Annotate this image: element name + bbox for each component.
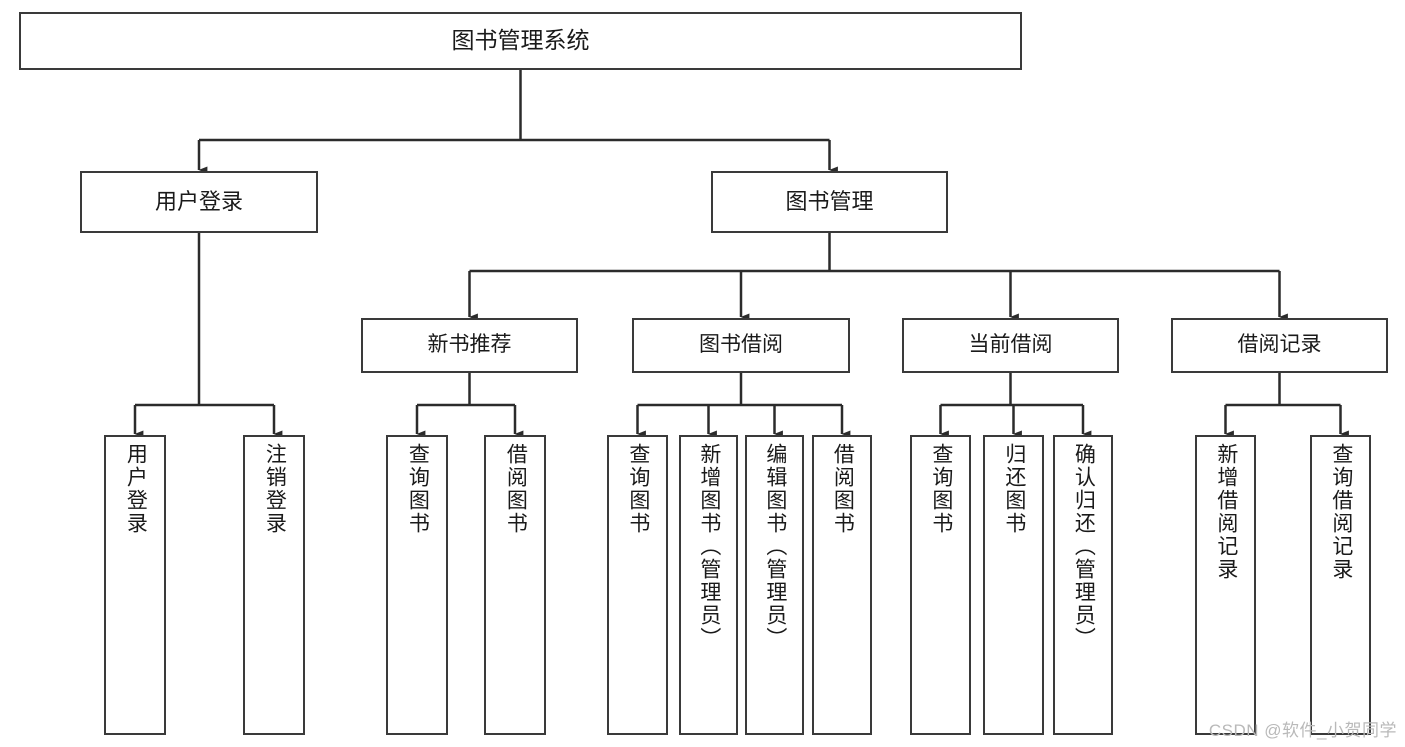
node-label: 查询图书 bbox=[406, 443, 430, 535]
node-n5[interactable]: 当前借阅 bbox=[902, 318, 1119, 373]
node-n4[interactable]: 图书借阅 bbox=[632, 318, 850, 373]
node-n6[interactable]: 借阅记录 bbox=[1171, 318, 1388, 373]
node-l7[interactable]: 编辑图书（管理员） bbox=[745, 435, 804, 735]
node-label: 图书管理 bbox=[785, 189, 874, 215]
node-l12[interactable]: 新增借阅记录 bbox=[1195, 435, 1256, 735]
node-n3[interactable]: 新书推荐 bbox=[361, 318, 578, 373]
node-l2[interactable]: 注销登录 bbox=[243, 435, 305, 735]
csdn-watermark: CSDN @软件_小贺同学 bbox=[1208, 721, 1397, 740]
node-label: 借阅图书 bbox=[504, 443, 528, 535]
node-l10[interactable]: 归还图书 bbox=[983, 435, 1044, 735]
node-label: 确认归还（管理员） bbox=[1072, 443, 1096, 650]
node-l1[interactable]: 用户登录 bbox=[104, 435, 166, 735]
node-label: 图书借阅 bbox=[699, 333, 783, 357]
node-label: 借阅记录 bbox=[1237, 333, 1322, 357]
node-l9[interactable]: 查询图书 bbox=[910, 435, 971, 735]
node-label: 查询图书 bbox=[929, 443, 953, 535]
node-label: 借阅图书 bbox=[831, 443, 855, 535]
node-label: 新增图书（管理员） bbox=[697, 443, 721, 650]
node-label: 查询借阅记录 bbox=[1329, 443, 1353, 581]
node-l13[interactable]: 查询借阅记录 bbox=[1310, 435, 1371, 735]
node-l8[interactable]: 借阅图书 bbox=[812, 435, 872, 735]
node-label: 新书推荐 bbox=[427, 333, 512, 357]
node-label: 当前借阅 bbox=[968, 333, 1053, 357]
node-label: 用户登录 bbox=[154, 189, 243, 215]
node-l3[interactable]: 查询图书 bbox=[386, 435, 448, 735]
node-label: 编辑图书（管理员） bbox=[763, 443, 787, 650]
node-label: 新增借阅记录 bbox=[1214, 443, 1238, 581]
node-label: 注销登录 bbox=[263, 443, 287, 535]
node-label: 图书管理系统 bbox=[451, 27, 590, 54]
node-l11[interactable]: 确认归还（管理员） bbox=[1053, 435, 1113, 735]
node-l4[interactable]: 借阅图书 bbox=[484, 435, 546, 735]
node-label: 归还图书 bbox=[1002, 443, 1026, 535]
node-n2[interactable]: 图书管理 bbox=[711, 171, 948, 233]
node-label: 用户登录 bbox=[124, 443, 148, 535]
node-l5[interactable]: 查询图书 bbox=[607, 435, 668, 735]
node-label: 查询图书 bbox=[626, 443, 650, 535]
node-l6[interactable]: 新增图书（管理员） bbox=[679, 435, 738, 735]
node-n1[interactable]: 用户登录 bbox=[80, 171, 318, 233]
node-n0[interactable]: 图书管理系统 bbox=[19, 12, 1022, 70]
